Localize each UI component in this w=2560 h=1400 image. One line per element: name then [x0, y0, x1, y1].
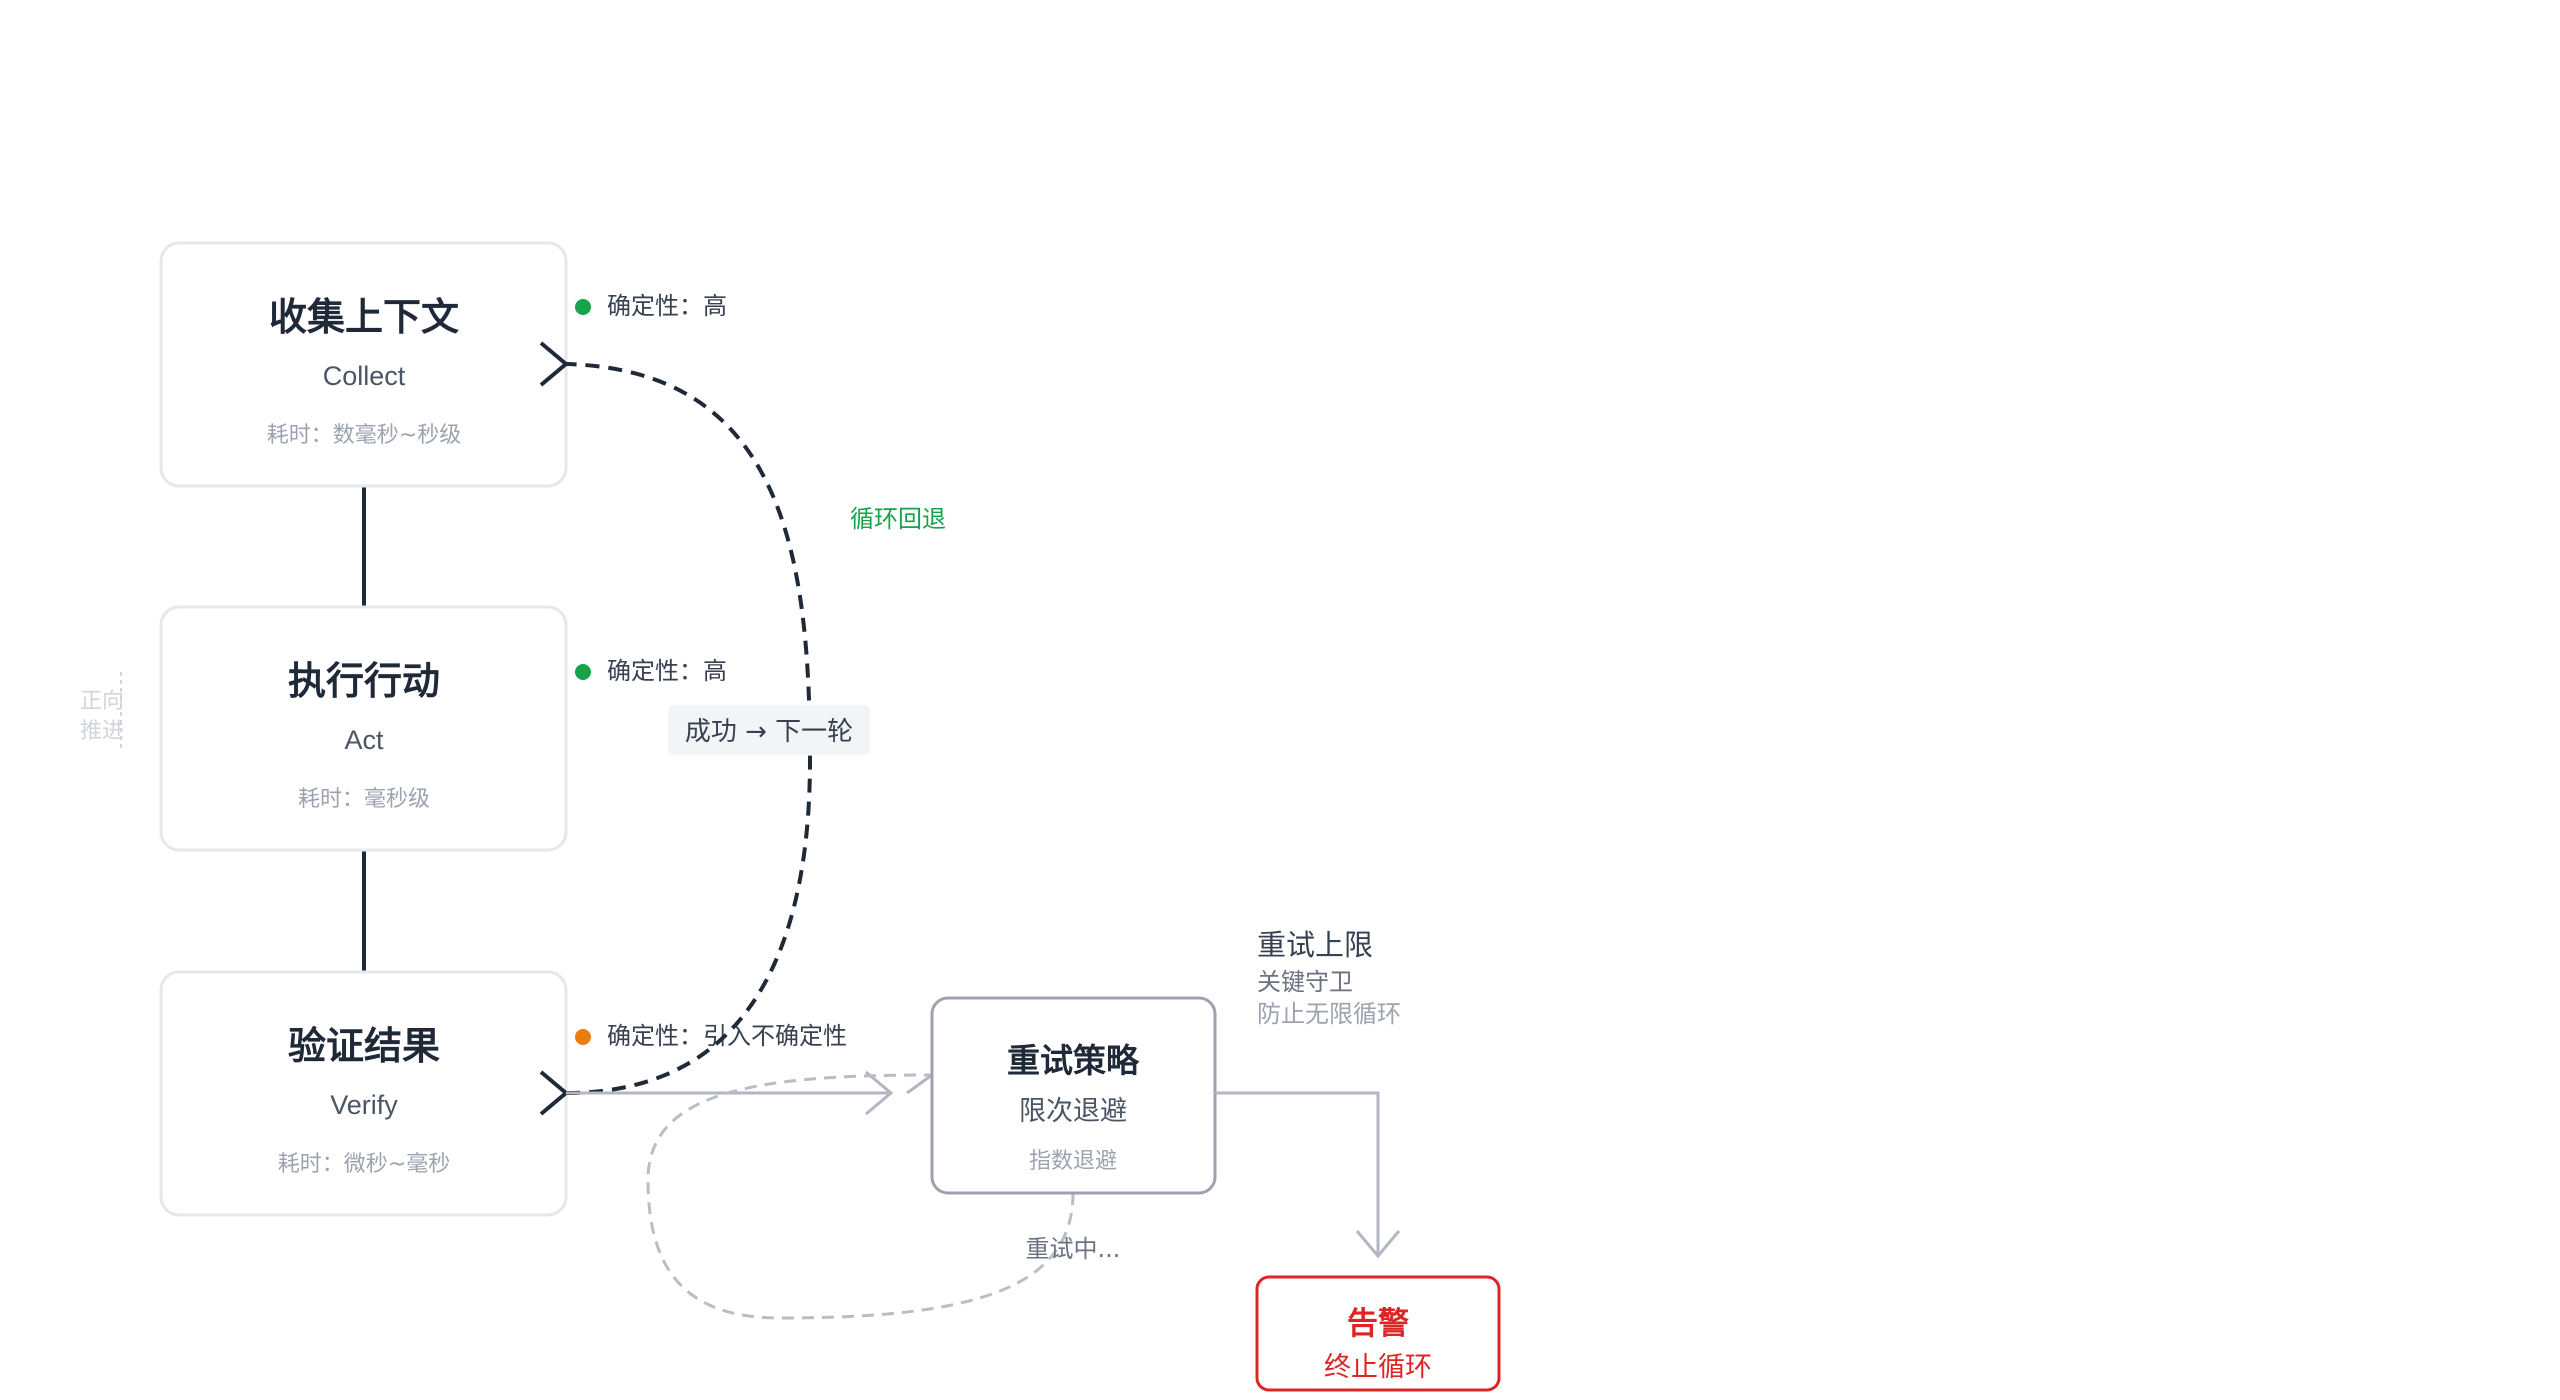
node-verify-time: 耗时：微秒~毫秒 [278, 1152, 450, 1177]
retry-limit-line2: 防止无限循环 [1257, 1000, 1401, 1028]
certainty-text-act: 确定性：高 [607, 657, 727, 685]
retry-to-alert-arrowhead [1355, 1230, 1401, 1259]
forward-label-line2: 推进 [80, 719, 124, 744]
node-alert-box [1255, 1275, 1501, 1392]
retrying-status: 重试中... [1026, 1235, 1121, 1263]
node-alert[interactable]: 告警 终止循环 [1255, 1275, 1501, 1392]
retry-limit-line1: 关键守卫 [1257, 968, 1353, 996]
node-collect-subtitle: Collect [323, 361, 406, 391]
certainty-act: 确定性：高 [575, 657, 727, 685]
node-act-subtitle: Act [344, 725, 384, 755]
certainty-collect: 确定性：高 [575, 292, 727, 320]
node-collect-title: 收集上下文 [269, 295, 459, 339]
node-alert-subtitle: 终止循环 [1324, 1352, 1432, 1383]
forward-label-line1: 正向 [80, 689, 124, 714]
success-pill-bg [668, 705, 870, 755]
node-act-time: 耗时：毫秒级 [298, 787, 430, 812]
node-collect[interactable]: 收集上下文 Collect 耗时：数毫秒~秒级 [159, 241, 568, 488]
node-retry-subtitle: 限次退避 [1019, 1096, 1127, 1127]
node-verify[interactable]: 验证结果 Verify 耗时：微秒~毫秒 [159, 970, 568, 1217]
node-alert-title: 告警 [1347, 1306, 1409, 1342]
certainty-dot-verify [575, 1029, 591, 1045]
retry-limit-note: 重试上限 关键守卫 防止无限循环 [1257, 928, 1401, 1028]
success-pill-text: 成功 → 下一轮 [685, 717, 853, 747]
success-next-round-pill: 成功 → 下一轮 [668, 705, 870, 755]
certainty-dot-collect [575, 299, 591, 315]
node-act-box [159, 605, 568, 852]
node-verify-subtitle: Verify [330, 1090, 398, 1120]
node-act[interactable]: 执行行动 Act 耗时：毫秒级 [159, 605, 568, 852]
loop-back-label: 循环回退 [850, 505, 946, 533]
node-act-title: 执行行动 [288, 659, 440, 703]
retry-to-alert-line [1215, 1091, 1380, 1256]
forward-label: 正向 推进 [80, 672, 124, 752]
verify-to-retry-arrowhead [865, 1070, 894, 1116]
node-retry-box [930, 996, 1217, 1195]
node-retry[interactable]: 重试策略 限次退避 指数退避 [930, 996, 1217, 1195]
node-verify-title: 验证结果 [288, 1024, 440, 1068]
loop-back-path [565, 362, 813, 1095]
certainty-dot-act [575, 664, 591, 680]
node-retry-title: 重试策略 [1007, 1041, 1140, 1080]
node-collect-time: 耗时：数毫秒~秒级 [267, 423, 461, 448]
collect-arrowhead [539, 341, 570, 387]
node-retry-detail: 指数退避 [1029, 1149, 1117, 1174]
retry-loop-path [646, 1073, 1075, 1320]
retry-limit-title: 重试上限 [1257, 928, 1373, 962]
certainty-verify: 确定性：引入不确定性 [575, 1022, 847, 1050]
certainty-text-collect: 确定性：高 [607, 292, 727, 320]
